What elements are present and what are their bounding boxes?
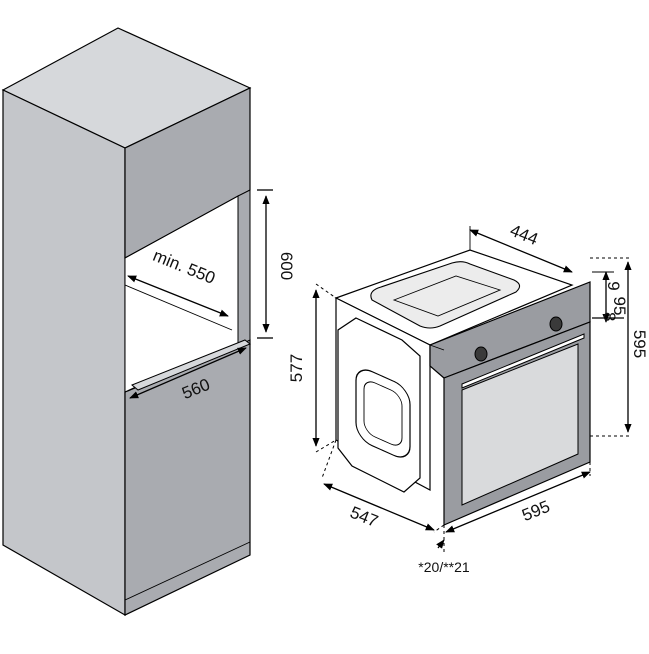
oven — [334, 249, 591, 526]
cabinet-frame-right — [237, 189, 251, 347]
oven-top-tray — [370, 261, 521, 329]
oven-height-label: 595 — [630, 330, 649, 358]
oven-door-handle — [461, 333, 585, 389]
cabinet-height-dimension: 600 — [257, 189, 296, 339]
oven-height-dimension: 595 — [590, 257, 649, 437]
oven-top-width-label: 444 — [507, 221, 540, 249]
cabinet-side-left — [2, 89, 126, 617]
cabinet-height-label: 600 — [277, 252, 296, 280]
oven-front-width-label: 595 — [519, 497, 552, 525]
cabinet — [1, 27, 252, 617]
oven-panel-label-c: 9 — [604, 281, 623, 290]
oven-side-fan-cover — [355, 369, 411, 458]
oven-footnote-dimension: *20/**21 — [418, 525, 470, 575]
oven-side-height-label: 577 — [287, 354, 306, 382]
oven-footnote-label: *20/**21 — [418, 559, 470, 575]
oven-knob-right — [549, 316, 563, 332]
oven-panel-label-b: 8 — [600, 312, 619, 321]
oven-knob-left — [474, 346, 488, 362]
oven-door-glass — [461, 343, 579, 506]
oven-panel-dimensions: 9 95 8 — [592, 271, 629, 323]
oven-side-height-dimension: 577 — [287, 283, 337, 453]
oven-depth-label: 547 — [347, 503, 380, 531]
oven-panel-label-a: 95 — [610, 297, 629, 316]
